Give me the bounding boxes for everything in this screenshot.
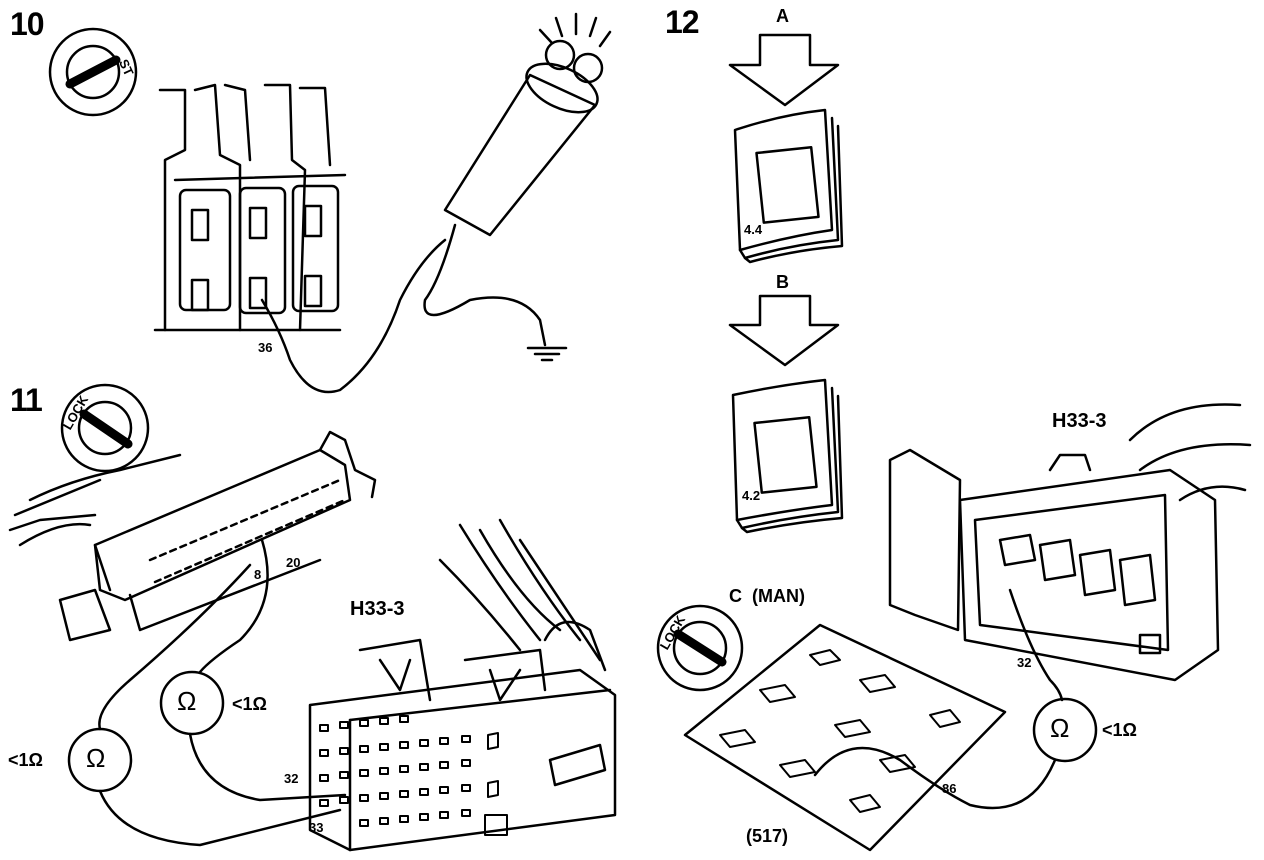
test-lead-wire: [188, 732, 347, 802]
h33-pin-32-right: 32: [1017, 655, 1032, 670]
h33-3-connector-large: [308, 518, 617, 852]
arrow-a-label: A: [776, 6, 789, 26]
step-11-number: 11: [10, 382, 43, 418]
ohm-symbol-3: Ω: [1050, 713, 1070, 743]
ecu-pin-8: 8: [254, 567, 262, 582]
fuse-pin-label: 36: [258, 340, 273, 355]
manual-book-4-4-icon: [733, 108, 844, 264]
ecu-pin-20: 20: [286, 555, 301, 570]
test-lead-wire: [1008, 588, 1064, 702]
step-10-number: 10: [10, 6, 45, 42]
book-b-label: 4.2: [742, 488, 761, 503]
relay-pin-86: 86: [942, 781, 957, 796]
ohm-reading-2: <1Ω: [8, 750, 43, 770]
fuse-box: [153, 83, 347, 332]
h33-3-label-right: H33-3: [1052, 410, 1107, 432]
ohm-symbol-2: Ω: [86, 743, 106, 773]
test-lamp-icon: [423, 12, 612, 362]
h33-3-label: H33-3: [350, 598, 405, 620]
h33-3-connector-right: [888, 403, 1252, 682]
arrow-a-icon: [728, 33, 840, 107]
test-lead-wire: [260, 238, 447, 394]
ohm-reading-1: <1Ω: [232, 694, 267, 714]
book-a-label: 4.4: [744, 222, 763, 237]
arrow-b-label: B: [776, 272, 789, 292]
test-lead-wire: [198, 538, 269, 674]
ohmmeter-3-icon: [1032, 697, 1098, 763]
ohm-reading-3: <1Ω: [1102, 720, 1137, 740]
ignition-key-lock-icon: [60, 383, 150, 473]
ohm-symbol-1: Ω: [177, 686, 197, 716]
ohmmeter-1-icon: [159, 670, 225, 736]
test-lead-wire: [98, 789, 342, 847]
h33-pin-33: 33: [309, 820, 324, 835]
test-lead-wire: [813, 746, 1057, 810]
ecu-connector-block: [8, 430, 377, 642]
ignition-key-st-icon: [48, 27, 138, 117]
relay-517-label: (517): [746, 826, 789, 846]
step-12-number: 12: [665, 4, 700, 40]
arrow-b-icon: [728, 294, 840, 367]
h33-pin-32: 32: [284, 771, 299, 786]
manual-book-4-2-icon: [731, 378, 844, 534]
variant-c-label: C (MAN): [729, 586, 805, 606]
ignition-key-lock-icon: [656, 604, 744, 692]
relay-base-517: [683, 623, 1007, 852]
test-lead-wire: [98, 563, 252, 731]
